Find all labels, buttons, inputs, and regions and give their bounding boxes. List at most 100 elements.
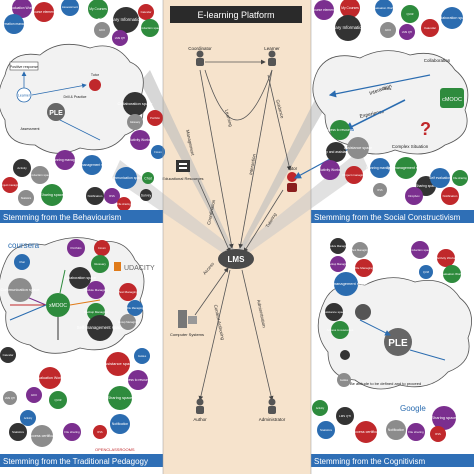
behaviourism-bubble: Course elements — [32, 2, 57, 22]
behaviourism-bubble-shape — [94, 22, 110, 38]
behaviourism-bubble-label: Assessment — [62, 5, 78, 9]
traditional-bubble-shape — [20, 410, 36, 426]
traditional-bubble: Collaboration space — [64, 267, 96, 289]
traditional-bubble: Activity — [20, 410, 36, 426]
traditional-bubble-shape — [87, 281, 105, 299]
social-bubble-shape — [320, 160, 340, 180]
cognitive-bubble-label: File sharing — [408, 430, 424, 434]
behaviourism-bubble: Project managing — [0, 177, 21, 193]
social-bubble-shape — [399, 24, 415, 40]
traditional-bubble-shape — [0, 347, 16, 363]
behaviourism-bubble: My Courses — [88, 0, 108, 19]
behaviourism-bubble-label: RSS — [109, 194, 115, 198]
social-bubble-shape — [370, 158, 390, 178]
traditional-bubble: File sharing — [63, 423, 81, 441]
social-bubble-label: RSS — [377, 188, 383, 192]
behaviourism-bubble-shape — [31, 166, 49, 184]
cognitive-bubble: LMS QTI — [336, 407, 354, 425]
learner-actor: Learner — [264, 46, 280, 66]
cognitive-ple-badge — [384, 328, 412, 356]
social-bubble: Collaboration space — [436, 7, 468, 29]
traditional-bubble: Evaluation Works — [36, 367, 64, 389]
social-bubble-label: LMS QTI — [402, 30, 413, 34]
cognitive-bubble-label: Access to resources — [327, 328, 354, 332]
cognitive-bubble-label: Guides — [340, 378, 349, 382]
cognitive-bubble: Guides — [337, 373, 351, 387]
behaviourism-bubble-shape — [86, 187, 104, 205]
traditional-bubble-label: Group Managing — [118, 320, 138, 324]
behaviourism-bubble: Activity Works — [130, 130, 151, 150]
cognitive-bubble-label: QUIZ — [423, 270, 430, 274]
cognitive-bubble: Sharing space — [431, 406, 457, 430]
social-bubble: Project managing — [342, 166, 366, 184]
behaviourism-bubble-shape — [147, 110, 163, 126]
author-actor: Author — [193, 398, 207, 422]
social-bubble-shape — [335, 15, 361, 41]
traditional-bubble-shape — [87, 315, 113, 341]
social-bubble-label: My Courses — [341, 6, 359, 10]
traditional-bubble: Module Managing — [84, 281, 108, 299]
behaviourism-bubble: Collaboration space — [118, 92, 153, 116]
traditional-bubble: QUIZ — [49, 391, 67, 409]
traditional-bubble: Forum — [94, 240, 110, 256]
cognitive-banner — [311, 454, 474, 467]
cognitive-ple-label: PLE — [388, 338, 408, 349]
social-bubble-label: Assistance space — [344, 146, 372, 150]
arrow-label-learning: Learning — [224, 109, 233, 128]
traditional-bubble: Self-management space — [77, 315, 124, 341]
social-bubble-shape — [405, 187, 423, 205]
cognitive-bubble-shape — [419, 265, 433, 279]
cognitive-bubble-label: Sharing space — [431, 415, 457, 420]
traditional-bubble-shape — [67, 239, 85, 257]
cognitive-bubble-label: Activity Works — [437, 256, 456, 260]
behaviourism-bubble-shape — [4, 14, 24, 34]
cognitive-bubble: Statistics — [317, 421, 335, 439]
cognitive-bubble-label: Notification — [388, 428, 404, 432]
behaviourism-bubble-shape — [61, 0, 79, 16]
cognitive-bubble-shape — [352, 242, 368, 258]
educational-resources: Educational Resources — [162, 160, 204, 181]
behaviourism-bubble-label: Project managing — [0, 183, 21, 187]
behaviourism-bubble-shape — [104, 188, 120, 204]
arrow-label-management: Management — [185, 129, 196, 156]
behaviourism-bubble-label: Sharing space — [40, 193, 63, 197]
traditional-bubble-label: Glossary — [94, 262, 106, 266]
social-bubble: Self-management space — [386, 157, 426, 179]
social-complex-situation-label: Complex Situation — [392, 144, 429, 149]
panel-cognitive: PLE Be attitude to be defined and to pro… — [311, 238, 474, 467]
traditional-bubble-label: Communication space — [0, 287, 40, 292]
traditional-bubble-label: RSS — [97, 430, 103, 434]
administrator-head-icon — [268, 398, 276, 406]
traditional-bubble-label: Forum — [98, 246, 106, 250]
panel-social: Interaction Experience Skills Complex Si… — [293, 0, 474, 223]
arrow-label-administration: Administration — [256, 299, 267, 328]
social-bubble-shape — [330, 120, 350, 140]
social-bubble-shape — [380, 22, 396, 38]
behaviourism-bubble: Self-management space — [74, 155, 110, 175]
cognitive-learner-icon — [340, 350, 350, 360]
traditional-bubble-shape — [26, 387, 42, 403]
computer-systems-label: Computer Systems — [170, 332, 204, 337]
behaviourism-bubble-label: Production space — [29, 173, 52, 177]
traditional-bubble-label: File Managing — [127, 306, 144, 310]
cognitive-bubble-label: LMS QTI — [339, 414, 351, 418]
behaviourism-bubble-label: Planning managing — [51, 158, 79, 162]
administrator-actor: Administrator — [259, 398, 286, 422]
behaviourism-bubble: Notification — [86, 187, 104, 205]
platform-title: E-learning Platform — [197, 10, 274, 20]
social-bubble-label: File sharing — [453, 176, 467, 180]
behaviourism-bubble-shape — [127, 114, 143, 130]
arrow-label-guidance: Guidance — [275, 99, 285, 119]
behaviourism-banner-text: Stemming from the Behaviourism — [3, 213, 122, 222]
social-skills-label: Skills — [382, 86, 391, 91]
social-bubble: Course elements — [312, 0, 337, 20]
behaviourism-bubble: Disciplinary Information space — [97, 7, 155, 33]
behaviourism-bubble: Calendar — [138, 4, 154, 20]
traditional-bubble: AICC — [26, 387, 42, 403]
behaviourism-bubble-label: Notification — [88, 194, 103, 198]
cognitive-bubble-label: Assistance space — [322, 310, 345, 314]
traditional-bubble: Guides — [134, 348, 150, 364]
traditional-bubble-shape — [110, 414, 130, 434]
